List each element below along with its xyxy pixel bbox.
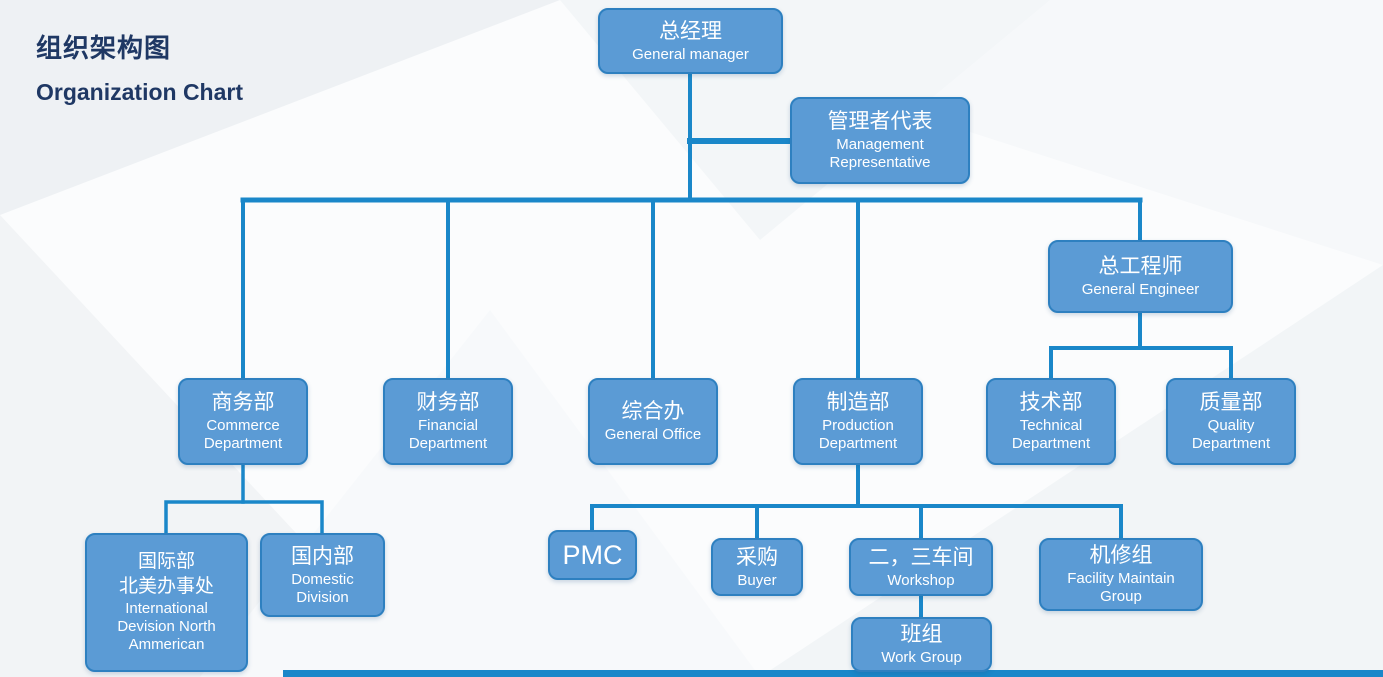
node-label-zh: 总工程师 — [1098, 255, 1183, 279]
org-node-international-division: 国际部 北美办事处 International Devision North A… — [85, 533, 248, 672]
node-label-zh: 制造部 — [826, 391, 890, 415]
org-node-commerce-department: 商务部 Commerce Department — [178, 378, 308, 465]
org-node-general-engineer: 总工程师 General Engineer — [1048, 240, 1233, 313]
node-label-en: Facility Maintain Group — [1067, 570, 1175, 606]
node-label-zh: 班组 — [900, 623, 943, 647]
node-label-zh: 商务部 — [211, 391, 275, 415]
node-label-zh: 二，三车间 — [868, 545, 974, 569]
node-label-zh: PMC — [562, 539, 623, 570]
node-label-en: Management Representative — [829, 136, 931, 172]
node-label-zh: 国内部 — [291, 544, 354, 568]
node-label-en: Production Department — [818, 417, 898, 453]
footer-accent-bar — [283, 670, 1383, 677]
node-label-zh: 国际部 — [137, 551, 195, 573]
node-label-zh: 财务部 — [416, 391, 480, 415]
org-node-production-department: 制造部 Production Department — [793, 378, 923, 465]
org-node-management-representative: 管理者代表 Management Representative — [790, 97, 970, 184]
node-label-en: Buyer — [737, 571, 777, 589]
org-node-quality-department: 质量部 Quality Department — [1166, 378, 1296, 465]
org-node-general-manager: 总经理 General manager — [598, 8, 783, 74]
node-label-zh2: 北美办事处 — [118, 576, 214, 598]
node-label-zh: 管理者代表 — [827, 110, 933, 134]
node-label-zh: 技术部 — [1019, 391, 1083, 415]
chart-title-zh: 组织架构图 — [36, 33, 172, 63]
node-label-zh: 机修组 — [1089, 544, 1153, 568]
node-label-en: Work Group — [881, 649, 962, 667]
org-node-workshop: 二，三车间 Workshop — [849, 538, 993, 596]
node-label-en: Commerce Department — [203, 417, 283, 453]
node-label-zh: 综合办 — [621, 400, 685, 424]
org-node-financial-department: 财务部 Financial Department — [383, 378, 513, 465]
org-node-work-group: 班组 Work Group — [851, 617, 992, 672]
org-node-buyer: 采购 Buyer — [711, 538, 803, 596]
node-label-en: Technical Department — [1011, 417, 1091, 453]
org-node-technical-department: 技术部 Technical Department — [986, 378, 1116, 465]
node-label-en: International Devision North Ammerican — [117, 599, 216, 654]
org-node-pmc: PMC — [548, 530, 637, 580]
chart-title-block: 组织架构图 Organization Chart — [36, 28, 243, 106]
node-label-zh: 总经理 — [659, 19, 722, 43]
node-label-en: Workshop — [887, 571, 955, 589]
org-node-facility-maintain-group: 机修组 Facility Maintain Group — [1039, 538, 1203, 611]
node-label-en: General manager — [632, 45, 749, 63]
node-label-zh: 采购 — [736, 545, 778, 569]
org-node-general-office: 综合办 General Office — [588, 378, 718, 465]
node-label-en: Quality Department — [1191, 417, 1271, 453]
node-label-en: General Engineer — [1081, 281, 1200, 299]
node-label-zh: 质量部 — [1199, 391, 1263, 415]
node-label-en: Domestic Division — [291, 570, 354, 606]
org-node-domestic-division: 国内部 Domestic Division — [260, 533, 385, 617]
node-label-en: General Office — [604, 426, 702, 444]
chart-title-en: Organization Chart — [36, 79, 244, 105]
node-label-en: Financial Department — [408, 417, 488, 453]
